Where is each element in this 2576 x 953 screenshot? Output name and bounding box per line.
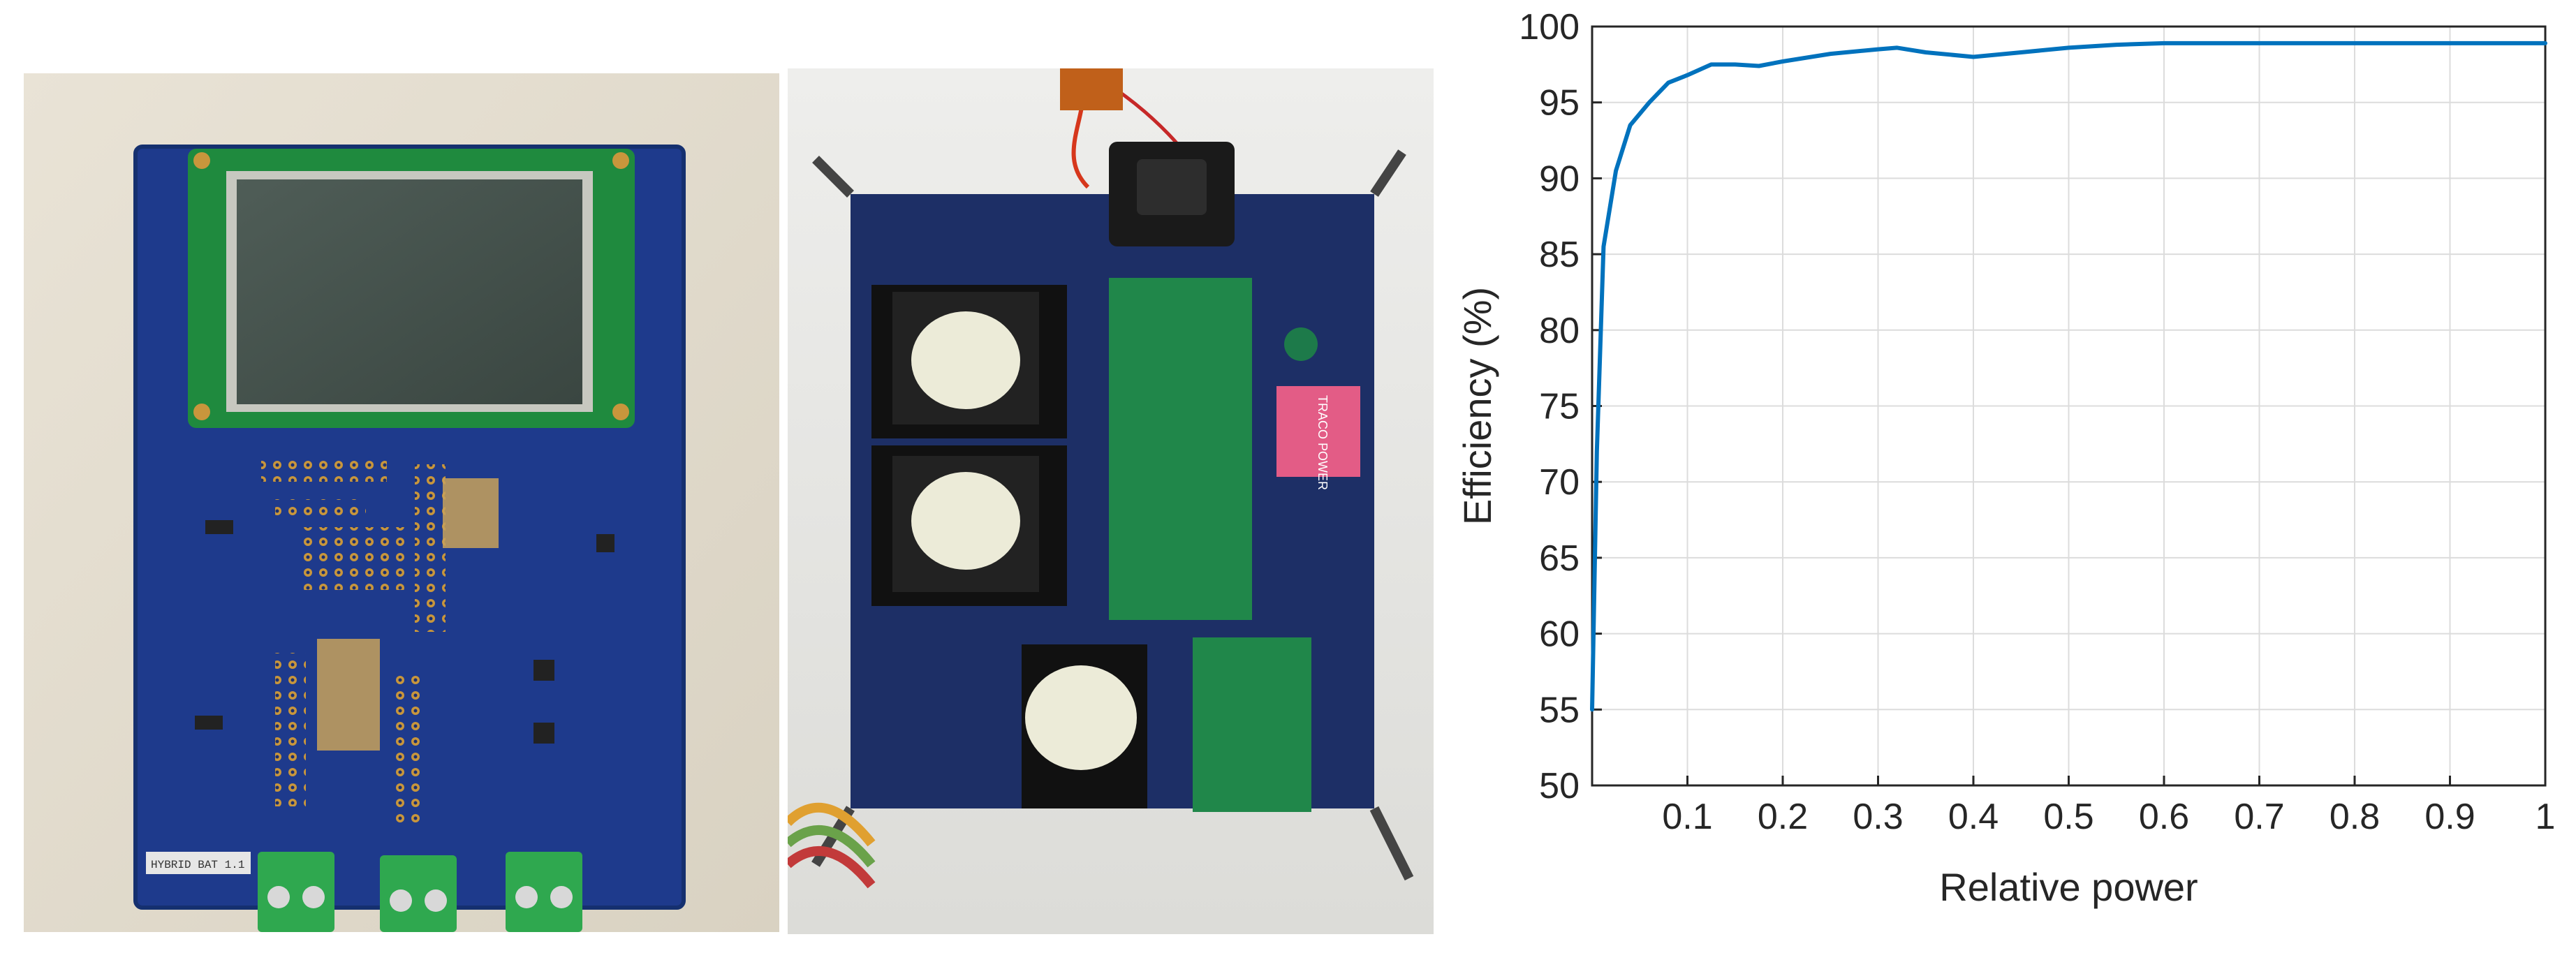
- x-tick-labels: 0.1 0.2 0.3 0.4 0.5 0.6 0.7 0.8 0.9 1: [1662, 797, 2555, 837]
- x-tick-label: 0.6: [2139, 797, 2189, 837]
- pcb-label: HYBRID BAT 1.1: [151, 859, 244, 871]
- x-tick-label: 0.9: [2424, 797, 2475, 837]
- grid: [1592, 26, 2546, 786]
- series-layer: [1590, 40, 2547, 712]
- x-tick-label: 0.5: [2043, 797, 2093, 837]
- y-tick-label: 85: [1539, 235, 1580, 275]
- y-axis-title: Efficiency (%): [1455, 287, 1499, 525]
- efficiency-chart: 0.1 0.2 0.3 0.4 0.5 0.6 0.7 0.8 0.9 1 50 55 60 65 70 7…: [1438, 0, 2576, 953]
- x-tick-label: 0.7: [2234, 797, 2284, 837]
- power-stage-board-photo: TRACO POWER: [788, 68, 1434, 934]
- x-tick-label: 0.3: [1853, 797, 1903, 837]
- y-tick-label: 90: [1539, 158, 1580, 199]
- x-axis-title: Relative power: [1939, 865, 2198, 909]
- power-stage-board-image: TRACO POWER: [788, 68, 1434, 934]
- efficiency-series-line: [1590, 40, 2547, 712]
- y-tick-label: 70: [1539, 462, 1580, 503]
- x-tick-label: 0.4: [1948, 797, 1999, 837]
- module-label: TRACO POWER: [1316, 395, 1330, 490]
- control-board-image: HYBRID BAT 1.1: [24, 73, 779, 932]
- y-tick-label: 55: [1539, 690, 1580, 730]
- y-tick-labels: 50 55 60 65 70 75 80 85 90 95 100: [1519, 7, 1580, 806]
- x-tick-label: 0.1: [1662, 797, 1712, 837]
- control-board-photo: HYBRID BAT 1.1: [24, 73, 779, 932]
- y-tick-label: 75: [1539, 387, 1580, 427]
- y-tick-label: 80: [1539, 311, 1580, 351]
- y-tick-label: 50: [1539, 766, 1580, 806]
- x-tick-label: 0.8: [2330, 797, 2380, 837]
- x-tick-label: 0.2: [1758, 797, 1808, 837]
- y-tick-label: 100: [1519, 7, 1580, 47]
- x-tick-label: 1: [2535, 797, 2556, 837]
- y-tick-label: 95: [1539, 83, 1580, 124]
- y-tick-label: 65: [1539, 538, 1580, 579]
- y-tick-label: 60: [1539, 614, 1580, 655]
- efficiency-chart-svg: 0.1 0.2 0.3 0.4 0.5 0.6 0.7 0.8 0.9 1 50 55 60 65 70 7…: [1455, 7, 2555, 909]
